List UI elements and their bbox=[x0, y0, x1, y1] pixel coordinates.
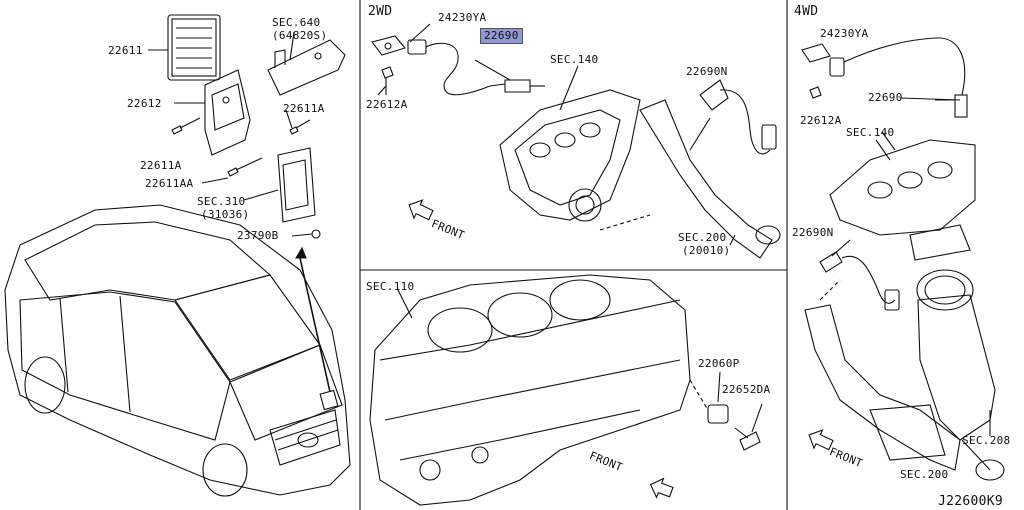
ref-label-sec200-code: (20010) bbox=[682, 244, 731, 257]
left-leader-lines bbox=[148, 31, 313, 237]
2wd-catalyst-pipe bbox=[599, 79, 781, 259]
ref-label-sec110[interactable]: SEC.110 bbox=[366, 280, 415, 293]
ref-label-sec200-2wd[interactable]: SEC.200 bbox=[678, 231, 727, 244]
part-label-22612a-4wd[interactable]: 22612A bbox=[800, 114, 842, 127]
ecm-module-group bbox=[167, 14, 221, 81]
engine-block bbox=[369, 274, 691, 506]
part-label-22060p[interactable]: 22060P bbox=[698, 357, 740, 370]
4wd-sensor-harness bbox=[801, 37, 968, 118]
part-label-23790b[interactable]: 23790B bbox=[237, 229, 279, 242]
ref-label-sec310[interactable]: SEC.310 bbox=[197, 195, 246, 208]
van-illustration bbox=[4, 204, 351, 497]
ref-label-sec640-code: (64820S) bbox=[272, 29, 328, 42]
2wd-front-arrow bbox=[408, 199, 434, 221]
part-label-22690-highlighted[interactable]: 22690 bbox=[480, 28, 523, 44]
part-label-22611[interactable]: 22611 bbox=[108, 44, 143, 57]
ref-label-sec200-4wd[interactable]: SEC.200 bbox=[900, 468, 949, 481]
ref-label-sec310-code: (31036) bbox=[201, 208, 250, 221]
2wd-bracket-and-sensor bbox=[371, 23, 545, 96]
part-label-22612[interactable]: 22612 bbox=[127, 97, 162, 110]
ref-label-sec640[interactable]: SEC.640 bbox=[272, 16, 321, 29]
part-label-22690n-4wd[interactable]: 22690N bbox=[792, 226, 834, 239]
part-label-22611a-left[interactable]: 22611A bbox=[140, 159, 182, 172]
sec640-bracket bbox=[267, 39, 346, 96]
knock-sensor-parts bbox=[689, 371, 763, 451]
panel-title-2wd: 2WD bbox=[368, 4, 393, 19]
part-label-22652da[interactable]: 22652DA bbox=[722, 383, 771, 396]
ref-label-sec208[interactable]: SEC.208 bbox=[962, 434, 1011, 447]
part-label-24230ya-4wd[interactable]: 24230YA bbox=[820, 27, 869, 40]
sec310-module bbox=[277, 147, 316, 223]
part-label-24230ya-2wd[interactable]: 24230YA bbox=[438, 11, 487, 24]
ref-label-sec140-4wd[interactable]: SEC.140 bbox=[846, 126, 895, 139]
bolts-left bbox=[171, 117, 321, 239]
part-label-22611aa[interactable]: 22611AA bbox=[145, 177, 194, 190]
panel-title-4wd: 4WD bbox=[794, 4, 819, 19]
4wd-catalyst bbox=[804, 269, 1005, 481]
part-label-22690-4wd[interactable]: 22690 bbox=[868, 91, 903, 104]
van-pointer-arrow bbox=[299, 257, 331, 393]
4wd-leader-lines bbox=[831, 97, 991, 471]
ref-label-sec140-2wd[interactable]: SEC.140 bbox=[550, 53, 599, 66]
2wd-exhaust-manifold bbox=[499, 65, 641, 222]
ecm-bracket bbox=[204, 69, 251, 156]
4wd-front-arrow bbox=[808, 429, 834, 451]
block-front-arrow bbox=[649, 477, 674, 499]
4wd-exhaust-manifold bbox=[829, 139, 976, 261]
part-label-22612a-2wd[interactable]: 22612A bbox=[366, 98, 408, 111]
part-label-22690n-2wd[interactable]: 22690N bbox=[686, 65, 728, 78]
part-label-22611a-right[interactable]: 22611A bbox=[283, 102, 325, 115]
diagram-code: J22600K9 bbox=[938, 494, 1004, 509]
4wd-sensor-2 bbox=[819, 251, 900, 311]
